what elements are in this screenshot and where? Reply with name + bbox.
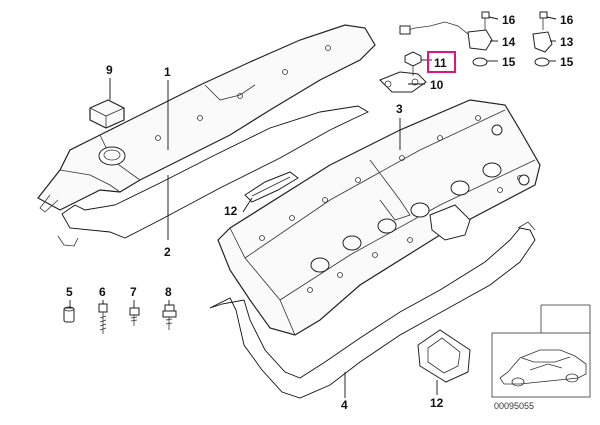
part-9-cap — [89, 99, 125, 129]
label-5: 5 — [66, 285, 73, 299]
part-14-sensor-with-cable — [399, 21, 493, 51]
diagram-reference-number: 00095055 — [494, 401, 534, 411]
part-7-screw — [129, 307, 140, 326]
part-16-bolt-right — [539, 11, 548, 30]
label-2: 2 — [164, 245, 171, 259]
part-3-valve-cover — [217, 99, 541, 336]
label-15-left: 15 — [502, 55, 516, 69]
part-6-stud-bolt — [98, 303, 108, 334]
label-12-lower: 12 — [430, 396, 444, 410]
inset-car-thumbnail — [491, 304, 591, 398]
part-2-gasket — [57, 105, 369, 247]
label-11: 11 — [434, 56, 447, 70]
label-12-upper: 12 — [224, 204, 238, 218]
part-labels: 1 2 3 4 5 6 7 8 9 10 11 12 12 13 14 15 1… — [66, 13, 574, 412]
part-11-bolt — [404, 51, 422, 76]
label-13: 13 — [560, 35, 574, 49]
label-14: 14 — [502, 35, 516, 49]
leader-lines — [69, 16, 557, 398]
highlight-box-part-11 — [427, 51, 456, 73]
label-16-left: 16 — [502, 13, 516, 27]
label-15-right: 15 — [560, 55, 574, 69]
part-10-bracket — [379, 71, 427, 93]
label-10: 10 — [430, 78, 444, 92]
part-15-o-ring-right — [534, 57, 550, 67]
label-8: 8 — [165, 285, 172, 299]
label-6: 6 — [99, 285, 106, 299]
part-16-bolt-left — [481, 11, 490, 30]
label-7: 7 — [130, 285, 137, 299]
part-1-engine-cover — [37, 24, 376, 213]
part-5-nut — [63, 306, 75, 323]
part-13-sensor — [532, 31, 553, 53]
part-12-grommet-gasket — [417, 329, 471, 383]
part-4-cover-gasket — [209, 221, 536, 399]
part-12-gasket-small — [244, 171, 299, 203]
cover-bolt-holes — [259, 115, 523, 293]
label-16-right: 16 — [560, 13, 574, 27]
label-4: 4 — [341, 398, 348, 412]
label-9: 9 — [106, 63, 113, 77]
part-8-bolt — [162, 304, 177, 330]
spark-plug-bores — [310, 162, 502, 273]
label-3: 3 — [396, 102, 403, 116]
part-15-o-ring-left — [472, 57, 488, 67]
label-1: 1 — [164, 65, 171, 79]
